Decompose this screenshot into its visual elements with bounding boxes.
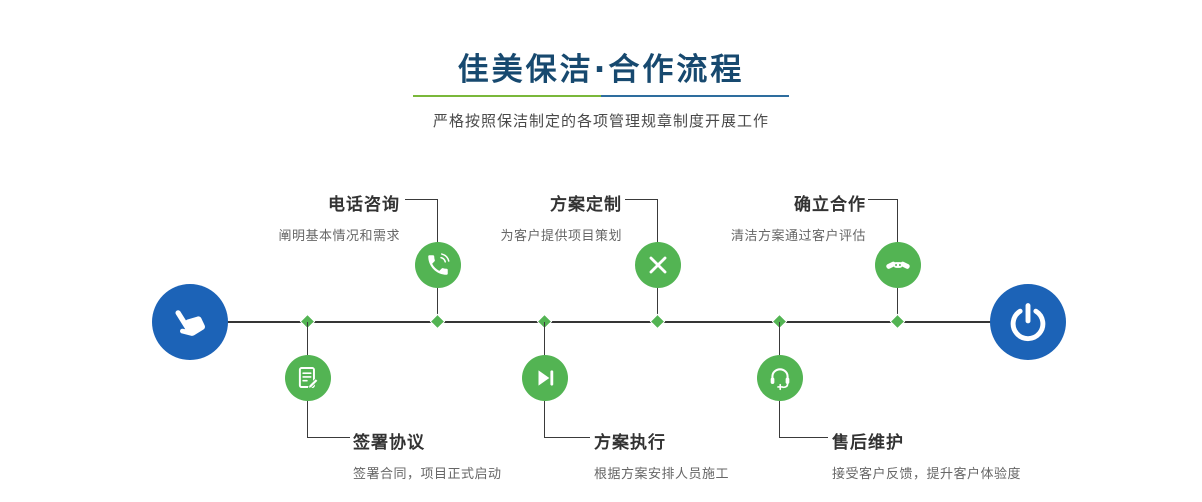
step-sign-agreement: 签署协议 签署合同，项目正式启动 [353,428,573,482]
connector-line [544,401,545,438]
connector-line [897,288,898,322]
connector-line [779,437,828,438]
timeline-junction-diamond [889,313,906,330]
pointing-hand-icon [169,301,211,343]
power-icon [1007,301,1049,343]
connector-line [437,199,438,243]
step-plan-custom: 方案定制 为客户提供项目策划 [445,190,622,244]
timeline-line [190,321,1028,323]
connector-line [307,401,308,438]
connector-line [307,322,308,355]
connector-line [437,288,438,322]
connector-line [779,401,780,438]
connector-line [307,437,350,438]
step-label: 确立合作 [794,195,866,215]
timeline-end-node [990,284,1066,360]
connector-line [544,437,590,438]
connector-line [657,288,658,322]
page-title: 佳美保洁·合作流程 [457,52,745,88]
step-node-contract [285,355,331,401]
contract-icon [295,365,321,391]
step-establish-coop: 确立合作 清洁方案通过客户评估 [688,190,866,244]
step-label: 售后维护 [832,433,904,453]
connector-line [779,322,780,355]
handshake-icon [885,252,911,278]
design-tools-icon [645,252,671,278]
connector-line [625,199,658,200]
title-underline [413,95,789,97]
step-label: 方案定制 [550,195,622,215]
timeline-start-node [152,284,228,360]
connector-line [868,199,898,200]
connector-line [657,199,658,243]
step-desc: 阐明基本情况和需求 [278,229,400,244]
step-node-aftersales [757,355,803,401]
step-after-sales: 售后维护 接受客户反馈，提升客户体验度 [832,428,1082,482]
step-desc: 根据方案安排人员施工 [594,467,730,482]
step-node-phone [415,242,461,288]
step-node-execute [522,355,568,401]
connector-line [897,199,898,243]
underline-blue-segment [601,95,789,97]
step-node-design [635,242,681,288]
step-label: 电话咨询 [328,195,400,215]
headset-icon [767,365,793,391]
step-plan-execute: 方案执行 根据方案安排人员施工 [594,428,814,482]
phone-icon [425,252,451,278]
step-label: 签署协议 [353,433,425,453]
step-desc: 为客户提供项目策划 [500,229,622,244]
step-label: 方案执行 [594,433,666,453]
connector-line [544,322,545,355]
timeline-junction-diamond [649,313,666,330]
connector-line [405,199,438,200]
underline-green-segment [413,95,601,97]
step-desc: 接受客户反馈，提升客户体验度 [832,467,1022,482]
step-node-handshake [875,242,921,288]
timeline-junction-diamond [429,313,446,330]
step-desc: 清洁方案通过客户评估 [730,229,866,244]
play-next-icon [532,365,558,391]
page-subtitle: 严格按照保洁制定的各项管理规章制度开展工作 [432,112,769,130]
step-desc: 签署合同，项目正式启动 [353,467,502,482]
step-phone-consult: 电话咨询 阐明基本情况和需求 [222,190,400,244]
